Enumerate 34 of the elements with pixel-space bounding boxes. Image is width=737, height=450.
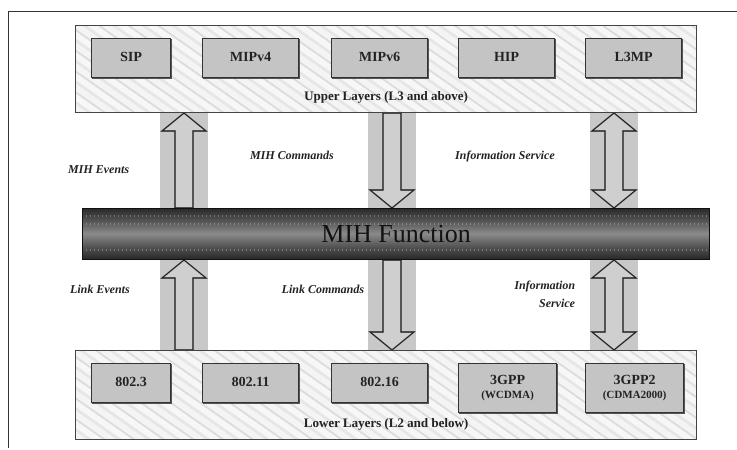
protocol-name: MIPv4: [230, 50, 272, 66]
protocol-name: SIP: [120, 50, 142, 66]
protocol-box: [202, 363, 299, 403]
block-arrow: [160, 112, 208, 209]
protocol-box: [458, 363, 557, 413]
block-arrow: [368, 112, 416, 209]
protocol-box: [331, 38, 428, 78]
layer-panel: [75, 350, 697, 440]
layer-title: Lower Layers (L2 and below): [302, 415, 470, 431]
block-arrow: [590, 259, 638, 351]
protocol-box: [91, 363, 171, 403]
layer-title: Upper Layers (L3 and above): [303, 88, 469, 104]
block-arrow: [160, 259, 208, 351]
protocol-box: [585, 38, 682, 78]
function-title: MIH Function: [321, 219, 471, 249]
protocol-detail: (CDMA2000): [602, 389, 666, 403]
protocol-box: [202, 38, 299, 78]
protocol-name: 802.11: [232, 374, 270, 392]
protocol-name: 802.3: [115, 374, 147, 392]
protocol-box: [91, 38, 171, 78]
protocol-box: [331, 363, 428, 403]
function-bar: [82, 208, 710, 260]
block-arrow: [368, 259, 416, 351]
protocol-name: 3GPP2: [614, 373, 656, 390]
protocol-box: [458, 38, 555, 78]
protocol-name: 3GPP: [490, 373, 525, 390]
protocol-box: [585, 363, 684, 413]
protocol-name: 802.16: [360, 374, 399, 392]
block-arrow: [590, 112, 638, 209]
protocol-detail: (WCDMA): [481, 389, 534, 403]
layer-panel: [75, 25, 697, 113]
protocol-name: L3MP: [614, 50, 653, 66]
protocol-name: HIP: [494, 50, 519, 66]
protocol-name: MIPv6: [358, 50, 400, 66]
